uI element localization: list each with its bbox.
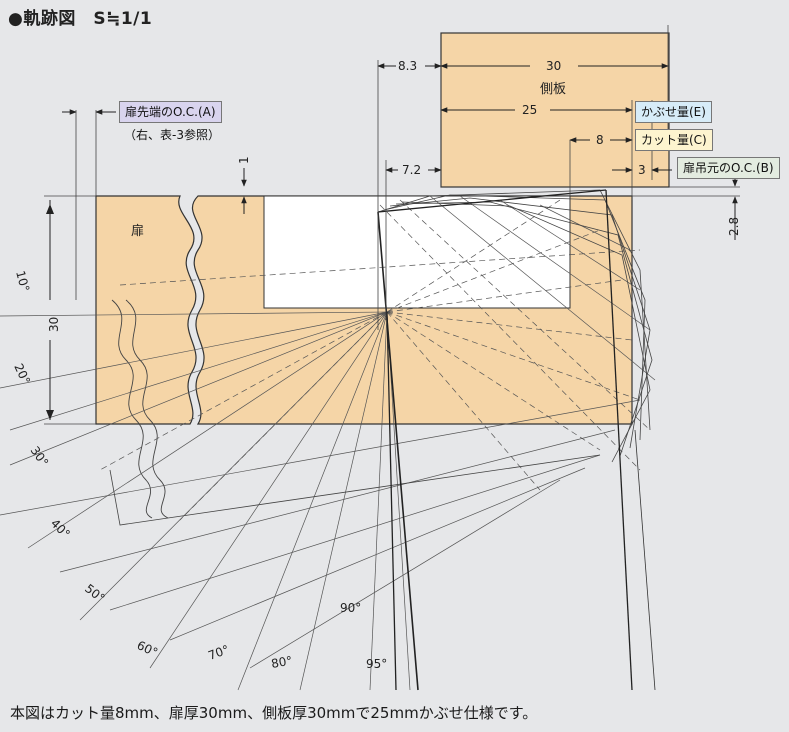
dim-30-door: 30 bbox=[47, 317, 61, 332]
door-cutout bbox=[263, 195, 571, 309]
dim-8: 8 bbox=[596, 133, 604, 147]
angle-30: 30° bbox=[28, 444, 52, 469]
angle-40: 40° bbox=[48, 516, 73, 541]
door-tip-oc-note: （右、表-3参照） bbox=[124, 128, 220, 142]
angle-10: 10° bbox=[13, 269, 32, 293]
trajectory-fan bbox=[0, 195, 656, 691]
door bbox=[95, 195, 633, 425]
angle-70: 70° bbox=[206, 642, 231, 662]
diagram-title: ●軌跡図 S≒1/1 bbox=[8, 9, 153, 29]
dim-1: 1 bbox=[237, 156, 251, 164]
dim-2-8: 2.8 bbox=[727, 217, 741, 236]
dim-30-top: 30 bbox=[546, 59, 561, 73]
dim-25: 25 bbox=[522, 103, 537, 117]
door-open-right-line bbox=[605, 189, 633, 691]
door-label: 扉 bbox=[131, 223, 144, 239]
door-open-top-line bbox=[377, 189, 607, 213]
dim-7-2: 7.2 bbox=[402, 163, 421, 177]
diagram-caption: 本図はカット量8mm、扉厚30mm、側板厚30mmで25mmかぶせ仕様です。 bbox=[10, 704, 538, 722]
overlay-callout: かぶせ量(E) bbox=[635, 101, 712, 123]
angle-90: 90° bbox=[340, 601, 361, 615]
dim-8-3: 8.3 bbox=[398, 59, 417, 73]
side-panel-label: 側板 bbox=[540, 82, 566, 97]
angle-95: 95° bbox=[366, 657, 387, 671]
angle-50: 50° bbox=[82, 581, 107, 605]
angle-20: 20° bbox=[11, 361, 33, 386]
door-hinge-oc-callout: 扉吊元のO.C.(B) bbox=[677, 157, 780, 179]
door-tip-oc-callout: 扉先端のO.C.(A) bbox=[119, 101, 222, 123]
dim-3: 3 bbox=[638, 163, 646, 177]
door-95-line bbox=[386, 311, 397, 691]
angle-60: 60° bbox=[135, 638, 160, 660]
angle-80: 80° bbox=[270, 653, 293, 670]
door-90-line bbox=[377, 211, 419, 691]
cut-callout: カット量(C) bbox=[635, 129, 713, 151]
